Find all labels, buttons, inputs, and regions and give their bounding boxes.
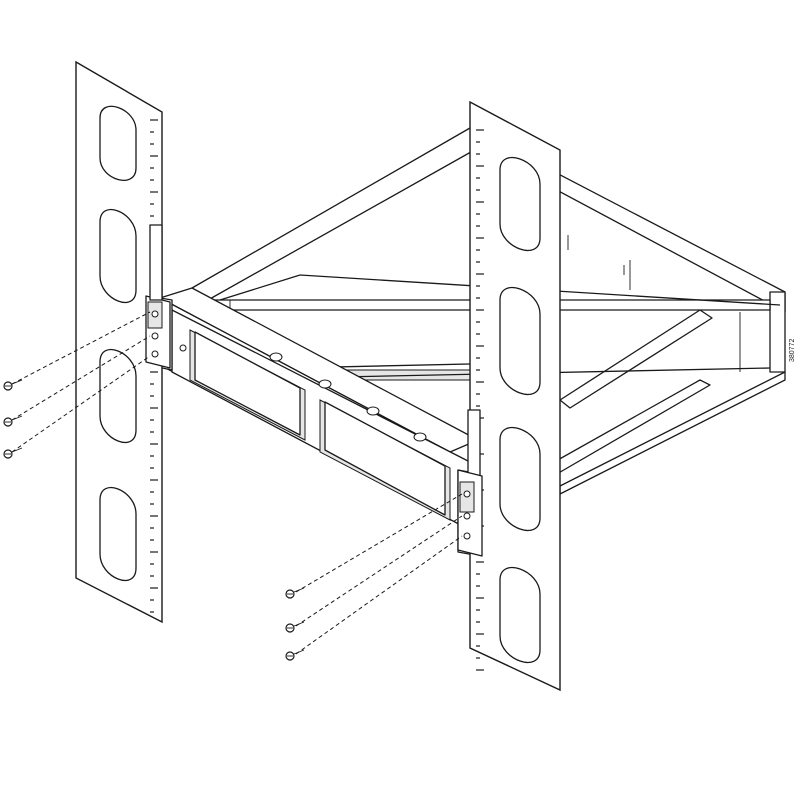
right-screws [285, 493, 463, 661]
rail-slot [99, 486, 137, 582]
rail-slot [99, 105, 137, 181]
screw-icon [285, 649, 305, 661]
right-rack-rail [469, 100, 561, 692]
screw-icon [285, 621, 305, 633]
rail-slot [99, 348, 137, 444]
figure-id: 380772 [789, 339, 796, 362]
front-panel [147, 287, 481, 557]
rail-slot [499, 426, 541, 532]
screw-icon [285, 587, 305, 599]
rail-slot [99, 208, 137, 304]
rail-slot [499, 286, 541, 396]
rail-slot [499, 566, 541, 664]
left-rack-rail [75, 60, 163, 624]
screw-icon [3, 447, 23, 459]
left-ear-front [145, 224, 171, 369]
screw-icon [3, 415, 23, 427]
right-ear-front [457, 409, 483, 557]
left-screws [3, 311, 151, 459]
rail-slot [499, 156, 541, 252]
screw-icon [3, 379, 23, 391]
